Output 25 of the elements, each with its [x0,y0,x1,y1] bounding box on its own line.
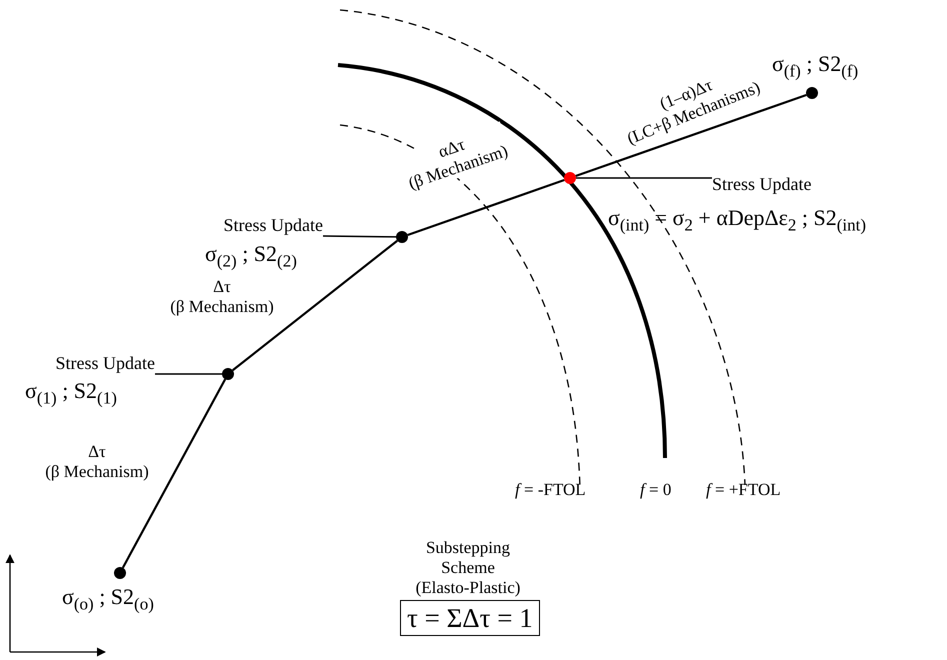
curve-label: f = 0 [640,480,672,500]
stress-point [396,231,408,243]
stress-path-segment [575,94,807,178]
formula-box: τ = ΣΔτ = 1 [400,600,540,636]
leader-line [155,373,222,375]
leader-line [576,177,712,179]
stress-state-formula: σ$_{(2)}$ ; S2$_{(2)}$ [205,240,297,272]
stress-path-segment [122,378,226,568]
stress-update-label: Stress Update [712,172,842,196]
curve-label: f = +FTOL [706,480,781,500]
stress-point [806,87,818,99]
stress-state-formula: σ$_{(o)}$ ; S2$_{(o)}$ [62,583,154,616]
leader-line [322,235,396,238]
stress-update-label: Stress Update [203,213,323,237]
stress-point [222,368,234,380]
stress-path-segment [407,178,565,236]
stress-state-formula: σ$_{(int)}$ = σ$_{2}$ + αDepΔε$_{2}$ ; S2$_{(int)}$ [608,204,866,236]
stress-point [564,172,576,184]
scheme-heading: Substepping Scheme (Elasto-Plastic) [414,538,522,598]
stress-path-segment [232,240,398,372]
curve-label: f = -FTOL [515,480,586,500]
stress-point [114,567,126,579]
stress-update-label: Stress Update [30,351,155,375]
stress-state-formula: σ$_{(f)}$ ; S2$_{(f)}$ [772,50,858,82]
stress-state-formula: σ$_{(1)}$ ; S2$_{(1)}$ [25,377,117,410]
